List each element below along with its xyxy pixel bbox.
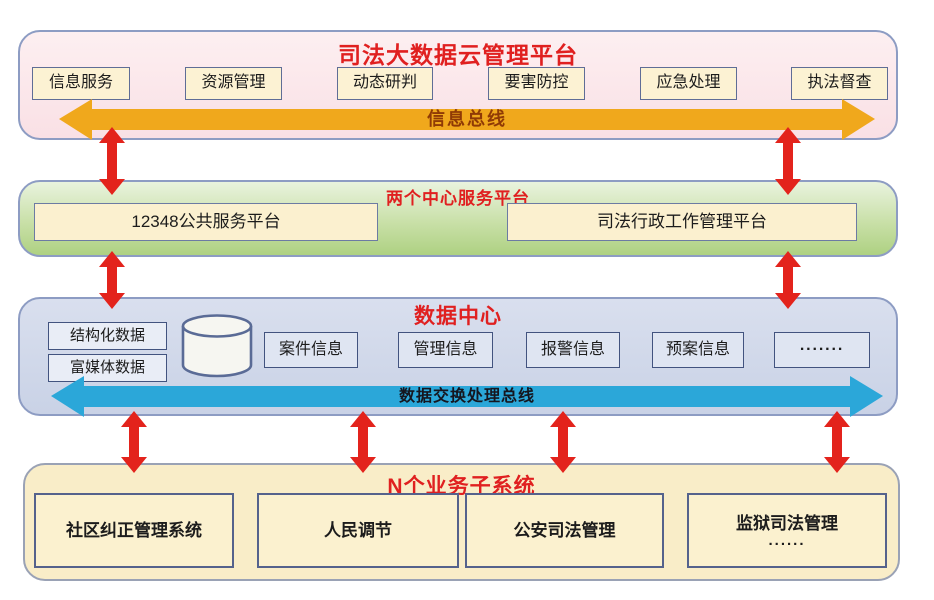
subsystem-box: 监狱司法管理 ......	[687, 493, 887, 568]
data-exchange-bus-label: 数据交换处理总线	[398, 388, 535, 405]
module-box: 动态研判	[337, 67, 433, 100]
red-double-arrow-icon	[550, 411, 576, 473]
info-box: 管理信息	[398, 332, 493, 368]
subsystem-box: 公安司法管理	[465, 493, 664, 568]
info-box: 报警信息	[526, 332, 620, 368]
service-platforms-title: 两个中心服务平台	[386, 189, 530, 208]
service-platforms-panel: 两个中心服务平台 12348公共服务平台 司法行政工作管理平台	[18, 180, 898, 257]
info-box-ellipsis: ·······	[774, 332, 870, 368]
subsystem-box: 人民调节	[257, 493, 459, 568]
info-bus-label: 信息总线	[427, 109, 507, 129]
red-double-arrow-icon	[775, 127, 801, 195]
subsystems-title: N个业务子系统	[387, 475, 536, 498]
data-center-title: 数据中心	[414, 305, 502, 328]
red-double-arrow-icon	[121, 411, 147, 473]
module-box: 执法督查	[791, 67, 888, 100]
red-double-arrow-icon	[99, 251, 125, 309]
info-bus-arrow-icon: 信息总线	[59, 99, 875, 140]
database-cylinder-icon	[180, 314, 254, 378]
info-box: 预案信息	[652, 332, 744, 368]
info-box: 案件信息	[264, 332, 358, 368]
module-box: 要害防控	[488, 67, 585, 100]
subsystem-label: 公安司法管理	[513, 520, 616, 540]
data-type-box: 结构化数据	[48, 322, 167, 350]
subsystem-box: 社区纠正管理系统	[34, 493, 234, 568]
red-double-arrow-icon	[824, 411, 850, 473]
module-box: 信息服务	[32, 67, 130, 100]
red-double-arrow-icon	[350, 411, 376, 473]
subsystem-label: 监狱司法管理	[736, 513, 838, 533]
data-center-panel: 数据中心 结构化数据 富媒体数据 案件信息 管理信息 报警信息 预案信息 ···…	[18, 297, 898, 417]
subsystem-label: 人民调节	[324, 520, 392, 540]
subsystem-sub: ......	[768, 531, 806, 549]
data-exchange-bus-arrow-icon: 数据交换处理总线	[51, 376, 883, 417]
subsystems-panel: N个业务子系统 社区纠正管理系统 人民调节 公安司法管理 监狱司法管理 ....…	[23, 463, 900, 581]
module-box: 应急处理	[640, 67, 737, 100]
platform-box: 司法行政工作管理平台	[507, 203, 857, 241]
subsystem-label: 社区纠正管理系统	[66, 520, 202, 540]
red-double-arrow-icon	[99, 127, 125, 195]
cloud-platform-title: 司法大数据云管理平台	[338, 42, 578, 68]
module-box: 资源管理	[185, 67, 282, 100]
platform-box: 12348公共服务平台	[34, 203, 378, 241]
red-double-arrow-icon	[775, 251, 801, 309]
cloud-platform-panel: 司法大数据云管理平台 信息服务 资源管理 动态研判 要害防控 应急处理 执法督查…	[18, 30, 898, 140]
